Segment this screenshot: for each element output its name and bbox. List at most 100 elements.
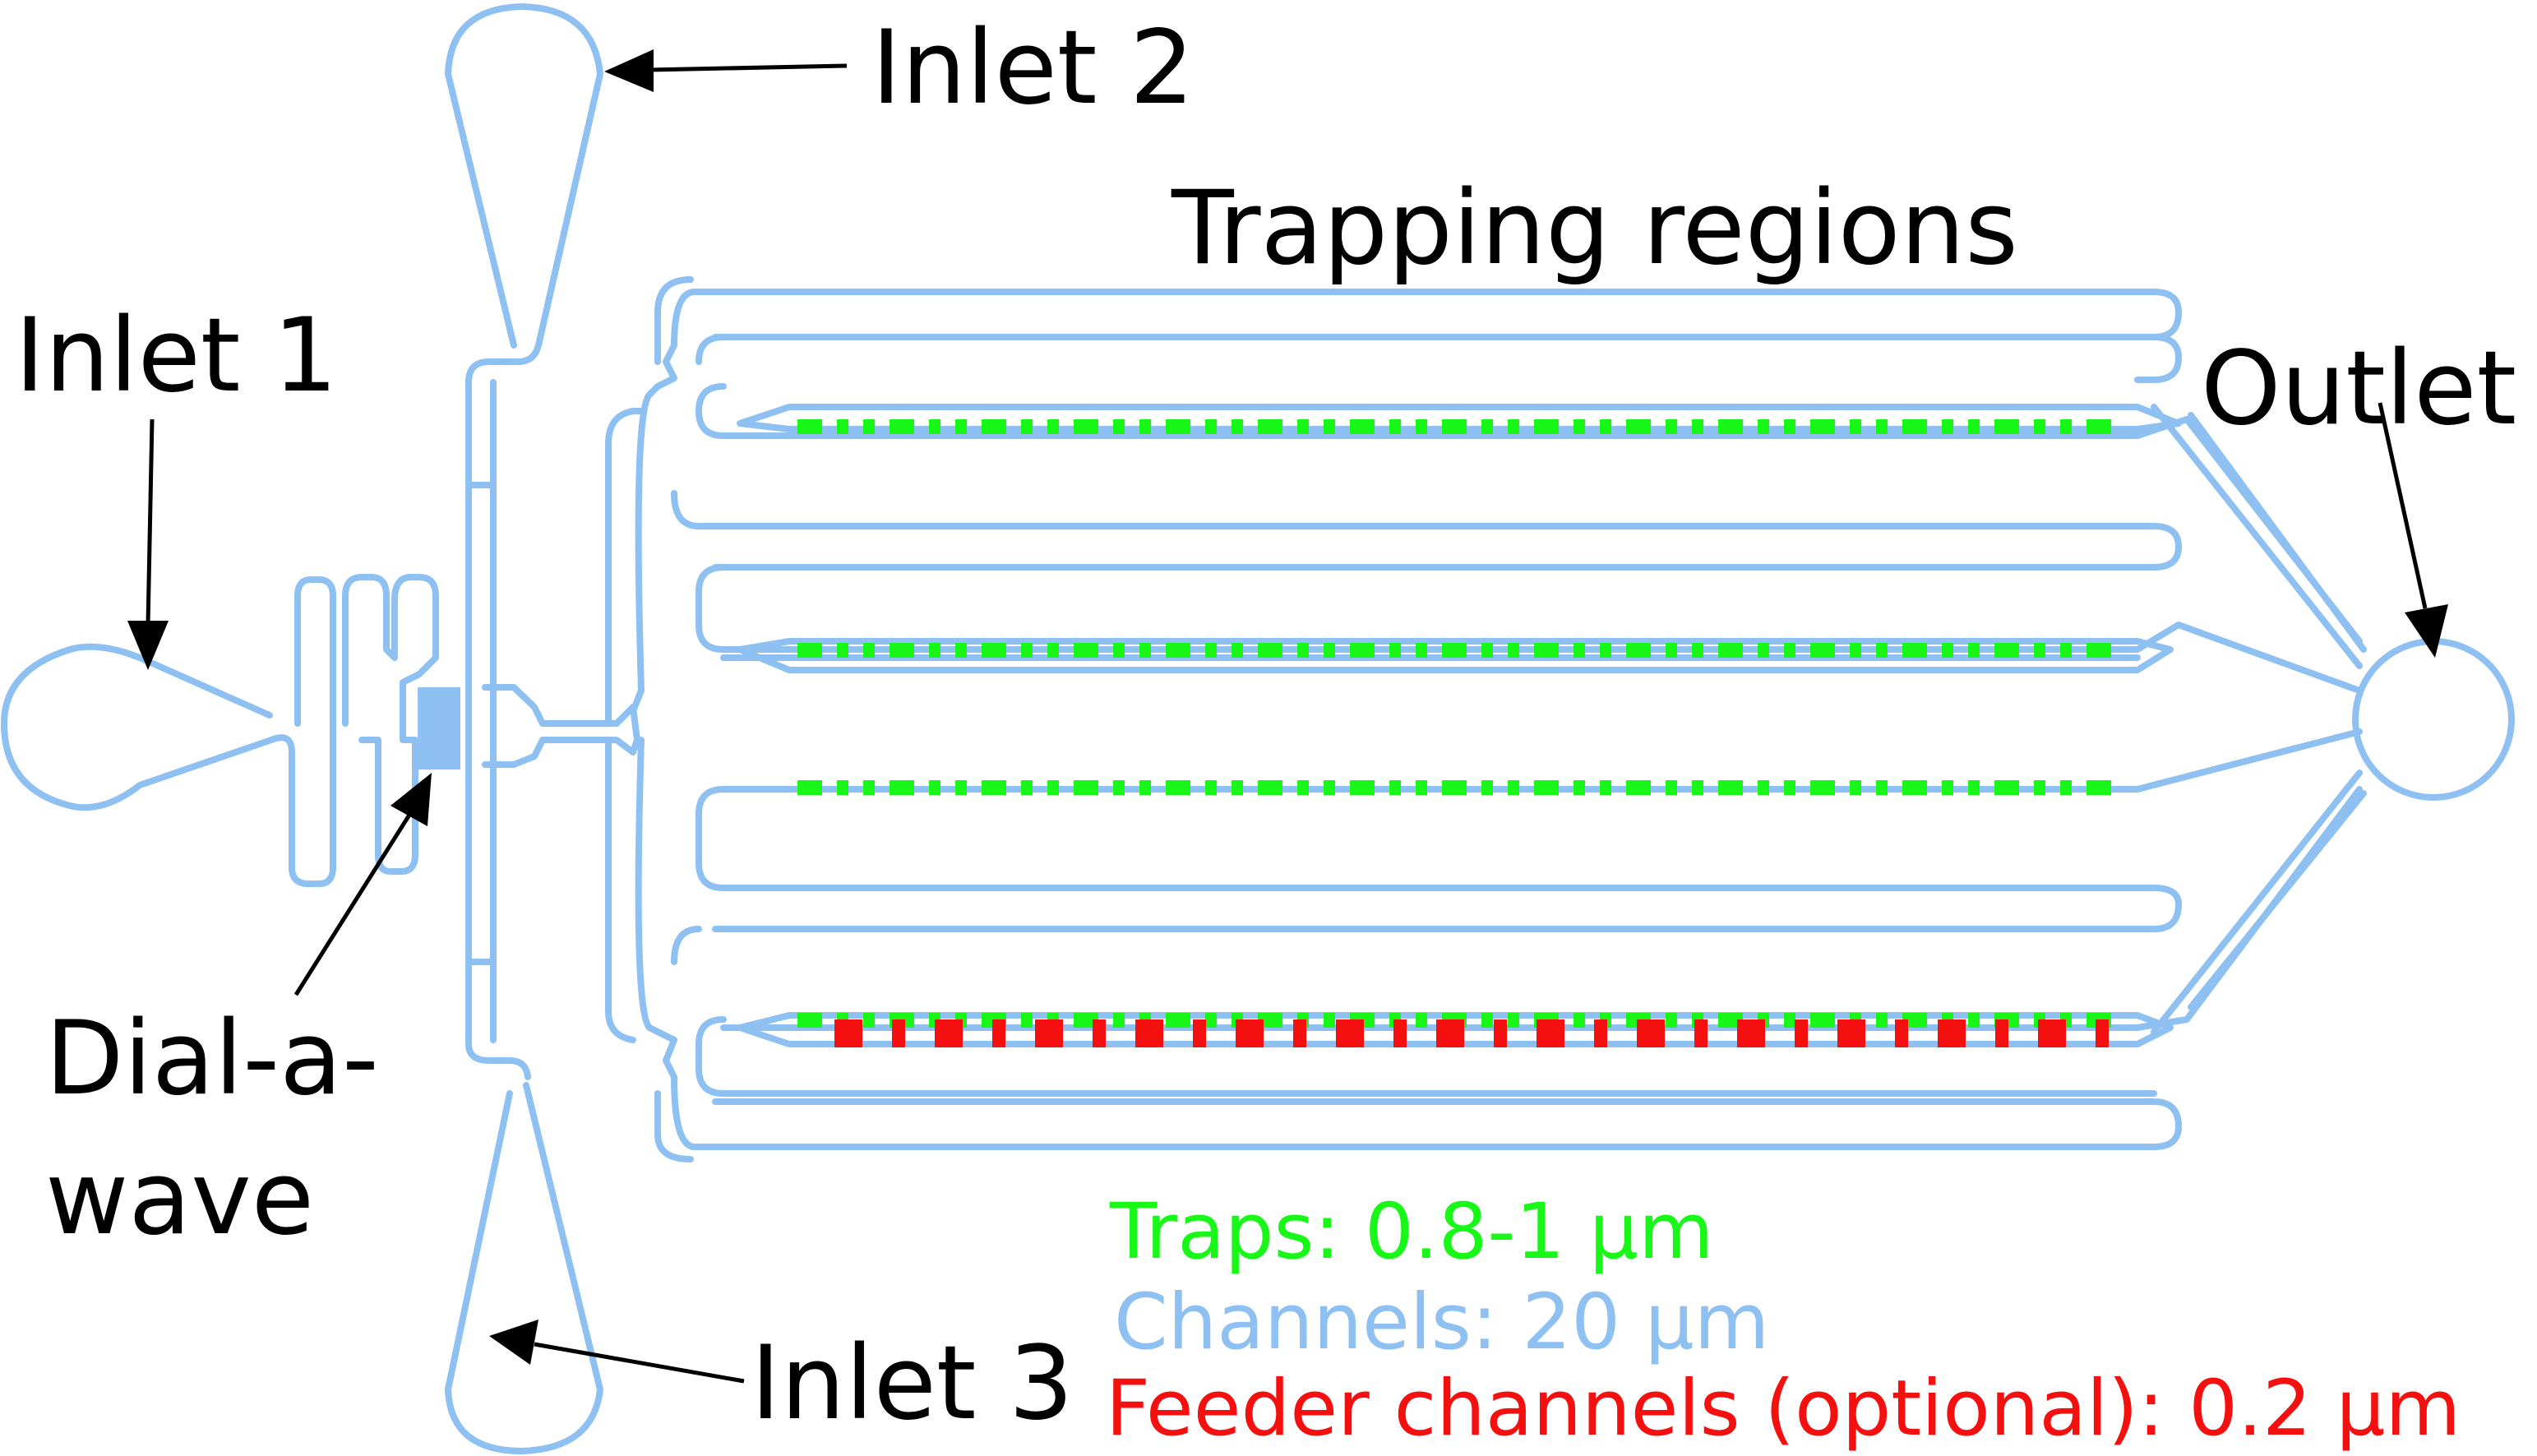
trap-segment [1113,643,1125,658]
trapping-lanes [671,334,2363,1097]
trap-segment [1784,643,1795,658]
trap-segment [1942,780,1953,795]
inlet-1-arrow [127,418,169,670]
trap-segment [1876,643,1888,658]
trap-segment [2034,780,2045,795]
trap-segment [1534,419,1559,434]
trap-segment [1810,419,1835,434]
trap-segment [1416,780,1427,795]
trap-segment [2060,780,2072,795]
trap-segment [1902,419,1927,434]
feeder-segment [1938,1019,1966,1047]
trap-segment [1573,780,1585,795]
trap-segment [1508,780,1519,795]
trap-segment [863,419,875,434]
feeder-segment [935,1019,963,1047]
trap-segment [1047,780,1059,795]
trap-segment [1047,419,1059,434]
trap-segment [1666,1013,1677,1028]
outlet-reservoir [2151,404,2515,1035]
feeder-segment [892,1019,905,1047]
trap-segment [1810,643,1835,658]
legend-feeders: Feeder channels (optional): 0.2 µm [1106,1364,2461,1454]
dial-a-wave-label-line1: Dial-a- [45,1000,379,1118]
trap-rows [797,419,2111,1028]
trap-segment [1258,1013,1282,1028]
trap-segment [1324,1013,1335,1028]
trap-segment [1692,780,1703,795]
trap-segment [1205,643,1217,658]
trap-segment [1718,419,1743,434]
feeder-segment [1393,1019,1407,1047]
feeder-segment [1436,1019,1464,1047]
inlet-2-arrow [604,49,848,92]
trap-segment [1047,643,1059,658]
trap-segment [837,419,848,434]
trap-segment [2086,419,2111,434]
trap-segment [1968,780,1980,795]
trap-segment [1416,1013,1427,1028]
trap-segment [1074,1013,1098,1028]
trap-segment [1416,419,1427,434]
trap-segment [1324,419,1335,434]
trap-segment [1074,419,1098,434]
trap-segment [1573,1013,1585,1028]
trap-segment [1205,780,1217,795]
trap-segment [797,643,822,658]
dial-a-wave-label-line2: wave [45,1139,314,1258]
trap-segment [1968,643,1980,658]
inlet-2-reservoir [445,3,603,1080]
trap-segment [1718,1013,1743,1028]
legend-traps: Traps: 0.8-1 µm [1109,1187,1714,1277]
feeder-segment [1537,1019,1564,1047]
feeder-segment [1594,1019,1607,1047]
feeder-segment [2038,1019,2066,1047]
trap-segment [1481,643,1493,658]
trap-segment [1481,419,1493,434]
trap-segment [1324,780,1335,795]
feeder-segment [1837,1019,1865,1047]
trap-segment [2060,419,2072,434]
trap-segment [1232,419,1243,434]
trap-segment [1258,643,1282,658]
trap-segment [1718,780,1743,795]
trap-segment [797,419,822,434]
trap-segment [797,780,822,795]
trap-segment [1350,419,1375,434]
trap-segment [863,780,875,795]
feeder-segment [1135,1019,1163,1047]
trap-segment [1876,780,1888,795]
trap-segment [1139,643,1151,658]
trap-segment [1534,780,1559,795]
feeder-segment [1737,1019,1765,1047]
trap-segment [1258,419,1282,434]
trap-segment [1324,643,1335,658]
legend-channels: Channels: 20 µm [1114,1278,1769,1367]
trap-segment [890,643,914,658]
trap-segment [955,643,967,658]
trap-segment [1994,780,2019,795]
trap-segment [1784,419,1795,434]
feeder-segment [1293,1019,1306,1047]
dial-a-wave-arrow [293,773,432,996]
trap-segment [1442,419,1467,434]
trap-segment [1942,419,1953,434]
trap-segment [2034,419,2045,434]
feeder-segment [1494,1019,1507,1047]
trap-segment [1442,643,1467,658]
trap-segment [1139,419,1151,434]
trap-segment [1784,1013,1795,1028]
trap-segment [1021,780,1033,795]
feeder-segment [1093,1019,1106,1047]
trap-segment [1442,780,1467,795]
feeder-segment [1336,1019,1364,1047]
trap-segment [837,780,848,795]
trap-segment [1850,643,1861,658]
inlet-2-label: Inlet 2 [871,9,1195,127]
trap-segment [1232,643,1243,658]
trap-segment [1573,643,1585,658]
trap-segment [1758,780,1769,795]
trap-segment [1350,643,1375,658]
trap-segment [1508,643,1519,658]
